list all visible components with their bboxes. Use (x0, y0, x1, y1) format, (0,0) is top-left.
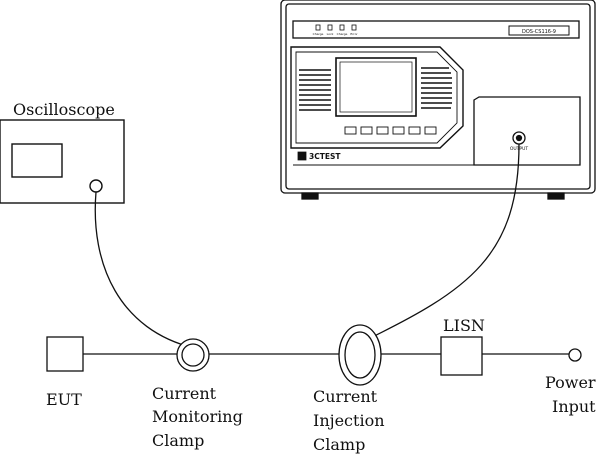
monitoring-clamp-label-line2: Monitoring (152, 407, 243, 426)
oscilloscope (0, 119, 125, 204)
monitoring-cable (94, 191, 195, 349)
lisn-box (440, 336, 483, 376)
injection-clamp-label-line2: Injection (313, 411, 385, 430)
power-input-label-line2: Input (552, 397, 596, 416)
injection-cable (361, 143, 520, 343)
indicator-label: Lock (327, 32, 334, 36)
eut-box (46, 336, 84, 372)
cables (94, 143, 520, 349)
power-input-terminal (568, 348, 582, 362)
current-injection-clamp (338, 324, 382, 386)
lisn-label: LISN (443, 316, 485, 335)
oscilloscope-label: Oscilloscope (13, 100, 115, 119)
brand-label: 3CTEST (309, 152, 341, 161)
indicator-label: Error (350, 32, 358, 36)
monitoring-clamp-label-line3: Clamp (152, 431, 204, 450)
vent-slats (299, 67, 452, 111)
power-input-label-line1: Power (545, 373, 596, 392)
indicator-label: Charge (337, 32, 348, 36)
signal-generator (280, 0, 596, 200)
current-monitoring-clamp (176, 338, 210, 372)
injection-clamp-label-line1: Current (313, 387, 378, 406)
indicator-label: Charge (313, 32, 324, 36)
injection-clamp-label-line3: Clamp (313, 435, 365, 454)
model-label: DOS-CS116-9 (522, 29, 556, 35)
eut-label: EUT (46, 390, 82, 409)
brand-logo-icon (297, 151, 307, 161)
monitoring-clamp-label-line1: Current (152, 384, 217, 403)
